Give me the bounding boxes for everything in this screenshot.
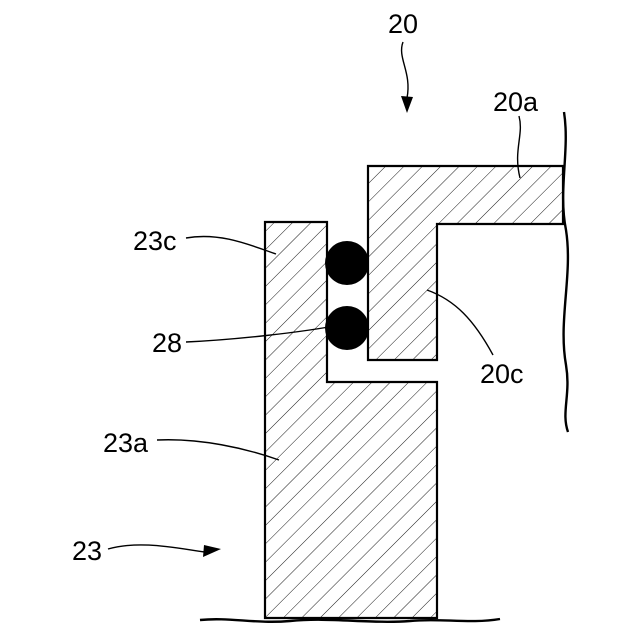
label-20: 20 xyxy=(388,9,418,39)
leader-23a xyxy=(157,440,279,460)
ball-upper xyxy=(325,241,369,285)
arrow-23-head xyxy=(203,545,221,557)
leader-23c xyxy=(186,236,276,254)
arrow-20-shaft xyxy=(402,42,408,98)
label-20a: 20a xyxy=(493,87,539,117)
label-20c: 20c xyxy=(480,359,524,389)
arrow-23-shaft xyxy=(108,545,205,552)
label-28: 28 xyxy=(152,328,182,358)
ball-lower xyxy=(325,306,369,350)
arrow-20-head xyxy=(401,96,413,113)
part-20-member xyxy=(368,166,563,360)
bottom-break-edge xyxy=(200,619,500,622)
label-23: 23 xyxy=(72,536,102,566)
right-break-edge xyxy=(563,112,568,432)
label-23c: 23c xyxy=(133,226,177,256)
label-23a: 23a xyxy=(103,428,149,458)
